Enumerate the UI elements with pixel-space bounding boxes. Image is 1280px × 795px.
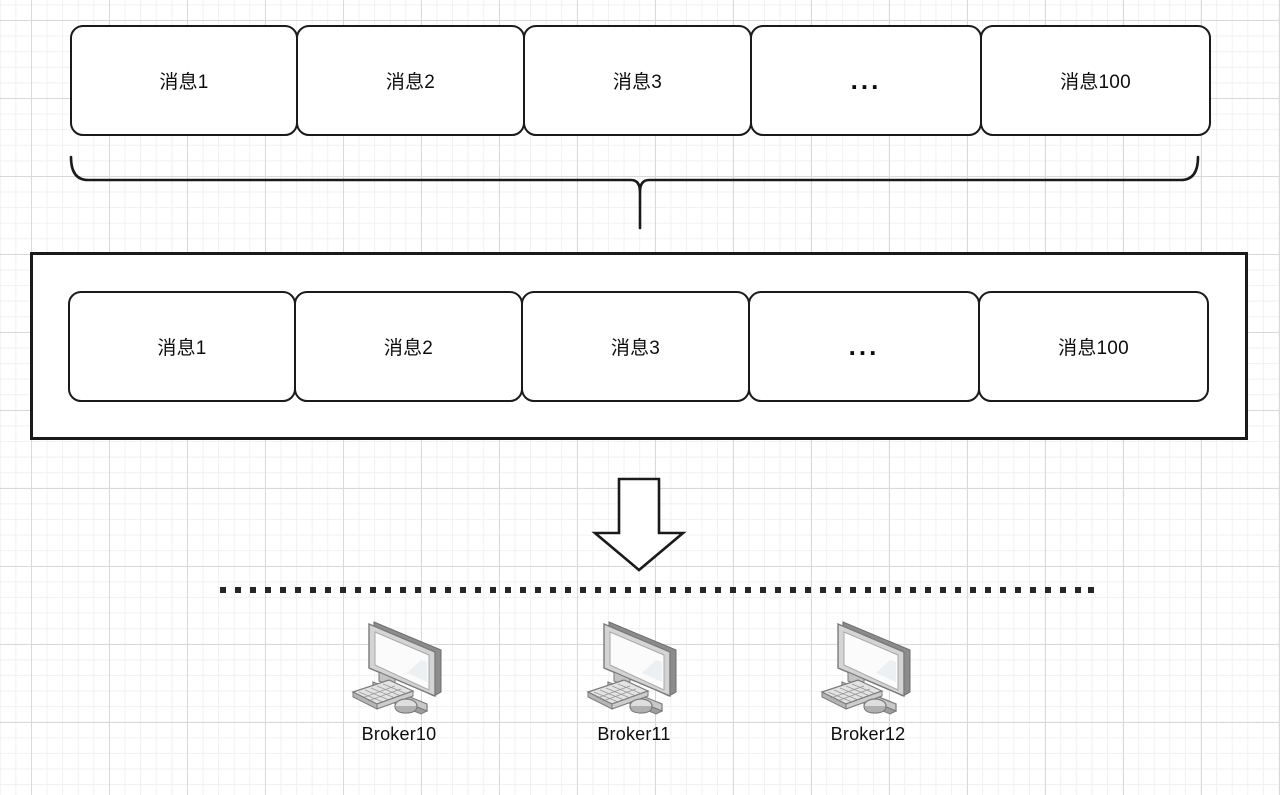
message-box-label: 消息3: [612, 72, 663, 93]
message-box[interactable]: 消息100: [980, 25, 1211, 136]
ellipsis-label: ...: [850, 64, 882, 95]
message-box-label: 消息1: [157, 338, 207, 359]
message-box-label: 消息3: [610, 338, 661, 359]
message-box[interactable]: 消息3: [521, 291, 750, 402]
broker-node[interactable]: Broker11: [559, 612, 709, 745]
message-box-label: 消息100: [1060, 72, 1131, 93]
message-box[interactable]: 消息2: [296, 25, 525, 136]
desktop-computer-icon: [586, 621, 677, 715]
broker-node[interactable]: Broker12: [793, 612, 943, 745]
broker-label: Broker11: [597, 724, 671, 744]
message-box-label: 消息2: [385, 72, 436, 93]
message-box[interactable]: 消息1: [70, 25, 298, 136]
message-box[interactable]: 消息1: [68, 291, 296, 402]
message-box[interactable]: 消息3: [523, 25, 752, 136]
ellipsis-label: ...: [848, 330, 880, 361]
message-box[interactable]: 消息2: [294, 291, 523, 402]
message-box-label: 消息1: [159, 72, 209, 93]
broker-node[interactable]: Broker10: [324, 612, 474, 745]
message-box-label: 消息2: [383, 338, 434, 359]
message-box-ellipsis[interactable]: ...: [748, 291, 980, 402]
broker-label: Broker10: [361, 724, 437, 744]
message-sequence-top: 消息1 消息2 消息3 ... 消息100: [70, 25, 1211, 136]
broker-label: Broker12: [830, 724, 906, 744]
desktop-computer-icon: [820, 621, 911, 715]
message-box[interactable]: 消息100: [978, 291, 1209, 402]
message-box-label: 消息100: [1058, 338, 1129, 359]
message-box-ellipsis[interactable]: ...: [750, 25, 982, 136]
desktop-computer-icon: [351, 621, 442, 715]
message-sequence-topic: 消息1 消息2 消息3 ... 消息100: [68, 291, 1209, 402]
